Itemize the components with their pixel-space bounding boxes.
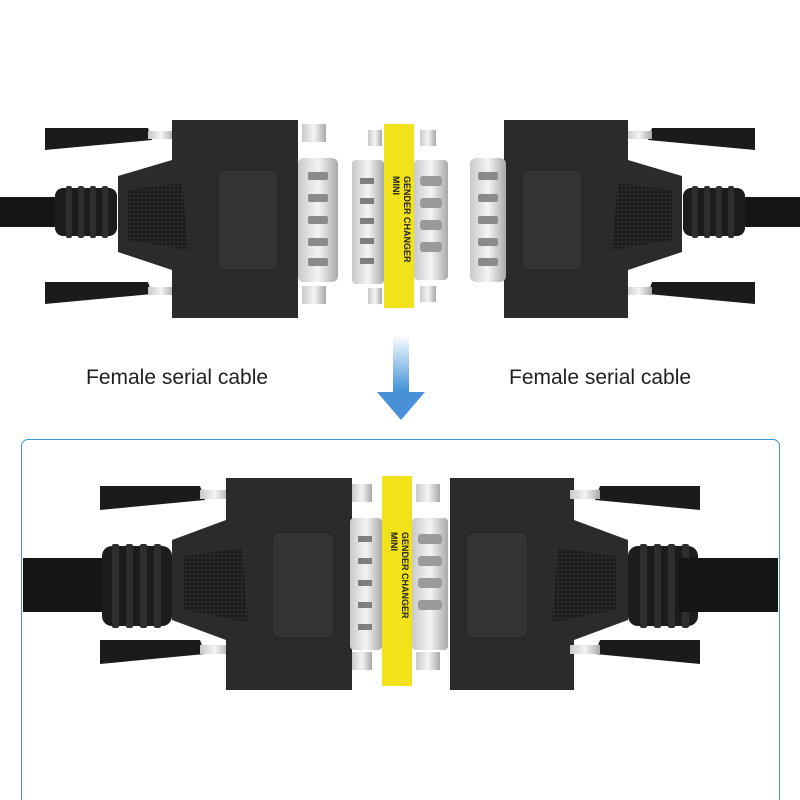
- cable-cord: [740, 197, 800, 227]
- left-cable-caption: Female serial cable: [86, 366, 269, 389]
- right-female-cable: [470, 120, 800, 318]
- adapter-label-text: MINI: [391, 176, 401, 195]
- arrow-down-icon: [377, 335, 425, 420]
- right-cable-caption: Female serial cable: [509, 366, 692, 389]
- cable-cord-right: [678, 558, 778, 612]
- adapter-label-band: [384, 124, 414, 308]
- thumbscrew-top: [45, 128, 174, 150]
- cable-cord: [0, 197, 60, 227]
- gender-changer-adapter: MINI GENDER CHANGER: [352, 124, 448, 308]
- assembled-view-frame: [21, 439, 780, 800]
- assembled-adapter-label: MINI: [389, 532, 399, 551]
- grip-pad: [128, 183, 188, 250]
- assembled-adapter-label-2: GENDER CHANGER: [400, 532, 410, 619]
- adapter-label-text-2: GENDER CHANGER: [402, 176, 412, 263]
- left-female-cable: [0, 120, 338, 318]
- assembled-cables: MINI GENDER CHANGER: [23, 476, 778, 690]
- thumbscrew-bottom: [45, 282, 174, 304]
